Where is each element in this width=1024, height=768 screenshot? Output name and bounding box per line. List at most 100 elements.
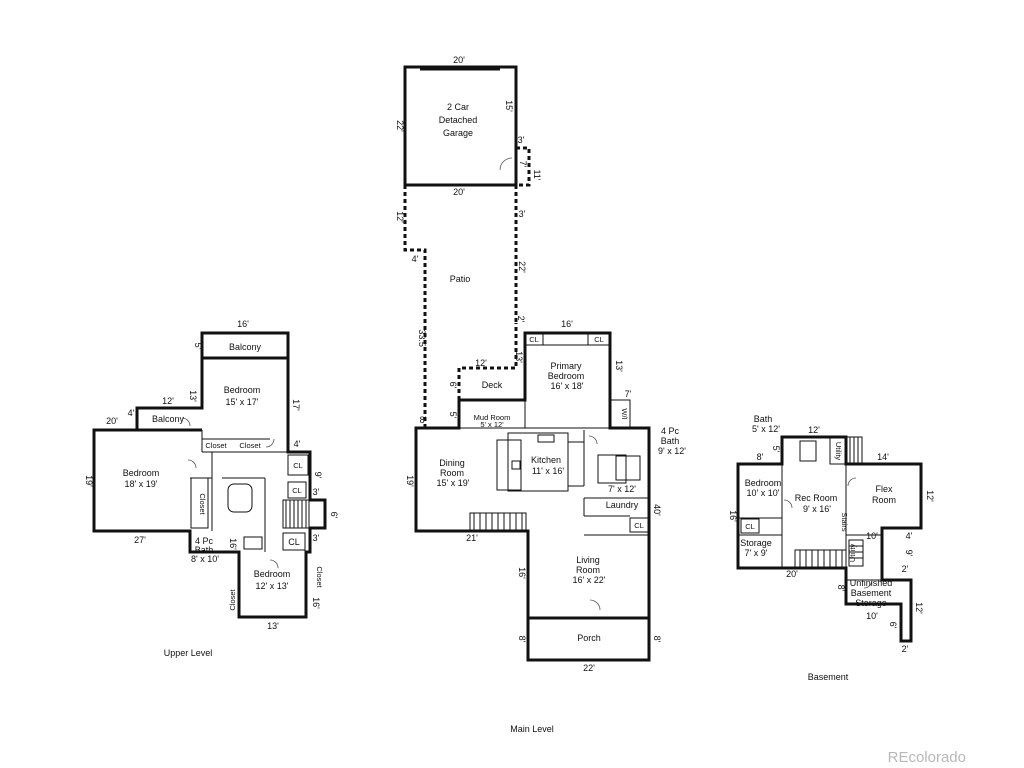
upper-level-title: Upper Level bbox=[164, 648, 213, 658]
main-bath-dims: 9' x 12' bbox=[658, 446, 686, 456]
dimension-label: 4' bbox=[906, 531, 913, 541]
dimension-label: 8' bbox=[517, 636, 527, 643]
walk-in-closet-label: W/I bbox=[620, 408, 629, 419]
unfinished-storage-label: Unfinished bbox=[850, 578, 893, 588]
dimension-label: 12' bbox=[395, 211, 405, 223]
laundry-label: Laundry bbox=[606, 500, 639, 510]
dimension-label: 5' bbox=[448, 412, 458, 419]
dining-room-label-2: Room bbox=[440, 468, 464, 478]
dimension-label: 10' bbox=[866, 531, 878, 541]
dimension-label: 3' bbox=[313, 533, 320, 543]
dimension-label: 9' bbox=[313, 472, 323, 479]
main-bath-label-2: Bath bbox=[661, 436, 680, 446]
upper-bath-label-2: Bath bbox=[195, 545, 214, 555]
unfinished-storage-label-3: Storage bbox=[855, 598, 887, 608]
dimension-label: 15' bbox=[504, 100, 514, 112]
kitchen-dims: 11' x 16' bbox=[532, 466, 565, 476]
dimension-label: 16' bbox=[517, 567, 527, 579]
upper-bedroom-top-dims: 15' x 17' bbox=[226, 397, 259, 407]
garage-label: Detached bbox=[439, 115, 478, 125]
dimension-label: 14' bbox=[877, 452, 889, 462]
upper-bedroom-s-dims: 12' x 13' bbox=[256, 581, 289, 591]
upper-closet-label: Closet bbox=[228, 588, 237, 610]
kitchen-island bbox=[496, 439, 522, 491]
upper-cl-box bbox=[287, 454, 309, 476]
garage-label: 2 Car bbox=[447, 102, 469, 112]
dimension-label: 21' bbox=[466, 533, 478, 543]
dimension-label: 20' bbox=[453, 187, 465, 197]
door-arc bbox=[589, 599, 601, 611]
dimension-label: 3' bbox=[313, 487, 320, 497]
upper-level: Balcony Bedroom 15' x 17' Balcony Bedroo… bbox=[84, 319, 339, 658]
dimension-label: 8' bbox=[420, 415, 427, 425]
upper-cl-box bbox=[282, 532, 306, 551]
dimension-label: 22' bbox=[517, 261, 527, 273]
basement-bath-fixture bbox=[799, 440, 817, 462]
basement-stairs-top bbox=[845, 436, 863, 465]
basement-stairs-label: Stairs bbox=[840, 512, 849, 531]
dimension-label: 6' bbox=[329, 512, 339, 519]
upper-vanity bbox=[243, 536, 263, 550]
dimension-label: 33.5' bbox=[417, 329, 427, 349]
basement-stairs bbox=[794, 549, 847, 569]
door-arc bbox=[181, 417, 191, 427]
storage-label: Storage bbox=[740, 538, 772, 548]
garage-label: Garage bbox=[443, 128, 473, 138]
dimension-label: 12' bbox=[808, 425, 820, 435]
upper-bedroom-s-label: Bedroom bbox=[254, 569, 291, 579]
bath-tub bbox=[615, 455, 641, 481]
unfinished-storage-label-2: Basement bbox=[851, 588, 892, 598]
basement-bath-label: Bath bbox=[754, 414, 773, 424]
upper-closet-label: Closet bbox=[198, 493, 207, 515]
dimension-label: 5' bbox=[771, 446, 781, 453]
upper-bath-label: 4 Pc bbox=[195, 536, 214, 546]
upper-tub bbox=[227, 483, 253, 513]
porch-label: Porch bbox=[577, 633, 601, 643]
upper-cl-label: CL bbox=[288, 537, 300, 547]
storage-dims: 7' x 9' bbox=[745, 548, 768, 558]
primary-bedroom-label: Primary bbox=[551, 361, 582, 371]
upper-stairs bbox=[282, 499, 310, 529]
basement-level: Bath 5' x 12' Bedroom 10' x 10' Rec Room… bbox=[728, 414, 935, 682]
dimension-label: 13' bbox=[514, 351, 524, 363]
upper-bedroom-w-dims: 18' x 19' bbox=[125, 479, 158, 489]
dimension-label: 16' bbox=[237, 319, 249, 329]
dimension-label: 19' bbox=[405, 475, 415, 487]
main-stairs bbox=[469, 512, 527, 532]
upper-balcony-top-label: Balcony bbox=[229, 342, 262, 352]
kitchen-sink bbox=[537, 434, 555, 443]
dimension-label: 16' bbox=[228, 538, 238, 550]
dimension-label: 9' bbox=[904, 550, 914, 557]
dimension-label: 13' bbox=[614, 360, 624, 372]
upper-bedroom-top-label: Bedroom bbox=[224, 385, 261, 395]
main-level-title: Main Level bbox=[510, 724, 554, 734]
basement-utility-label: Utility bbox=[848, 544, 857, 563]
dining-room-dims: 15' x 19' bbox=[437, 478, 470, 488]
dimension-label: 17' bbox=[291, 399, 301, 411]
dimension-label: 12' bbox=[914, 602, 924, 614]
dimension-label: 6' bbox=[448, 382, 458, 389]
dimension-label: 4' bbox=[412, 254, 419, 264]
upper-cl-box bbox=[287, 481, 307, 499]
dimension-label: 8' bbox=[652, 636, 662, 643]
upper-outer-wall bbox=[92, 331, 327, 619]
main-level: 2 Car Detached Garage Patio Deck Mud Roo… bbox=[395, 55, 686, 734]
upper-closet-label: Closet bbox=[205, 441, 227, 450]
dimension-label: 7' bbox=[625, 389, 632, 399]
watermark-logo: REcolorado bbox=[888, 749, 966, 766]
dimension-label: 8' bbox=[836, 585, 846, 592]
main-cl-box bbox=[524, 332, 544, 346]
basement-utility-stairs bbox=[848, 539, 864, 567]
main-cl-label: CL bbox=[594, 335, 604, 344]
dimension-label: 2' bbox=[516, 316, 526, 323]
door-arc bbox=[499, 157, 513, 171]
living-room-label: Living bbox=[576, 555, 600, 565]
flex-room-label-2: Room bbox=[872, 495, 896, 505]
upper-cl-label: CL bbox=[293, 461, 303, 470]
dimension-label: 40' bbox=[652, 504, 662, 516]
primary-bedroom-label-2: Bedroom bbox=[548, 371, 585, 381]
dimension-label: 27' bbox=[134, 535, 146, 545]
garage-wall bbox=[403, 65, 518, 187]
dimension-label: 3' bbox=[519, 209, 526, 219]
